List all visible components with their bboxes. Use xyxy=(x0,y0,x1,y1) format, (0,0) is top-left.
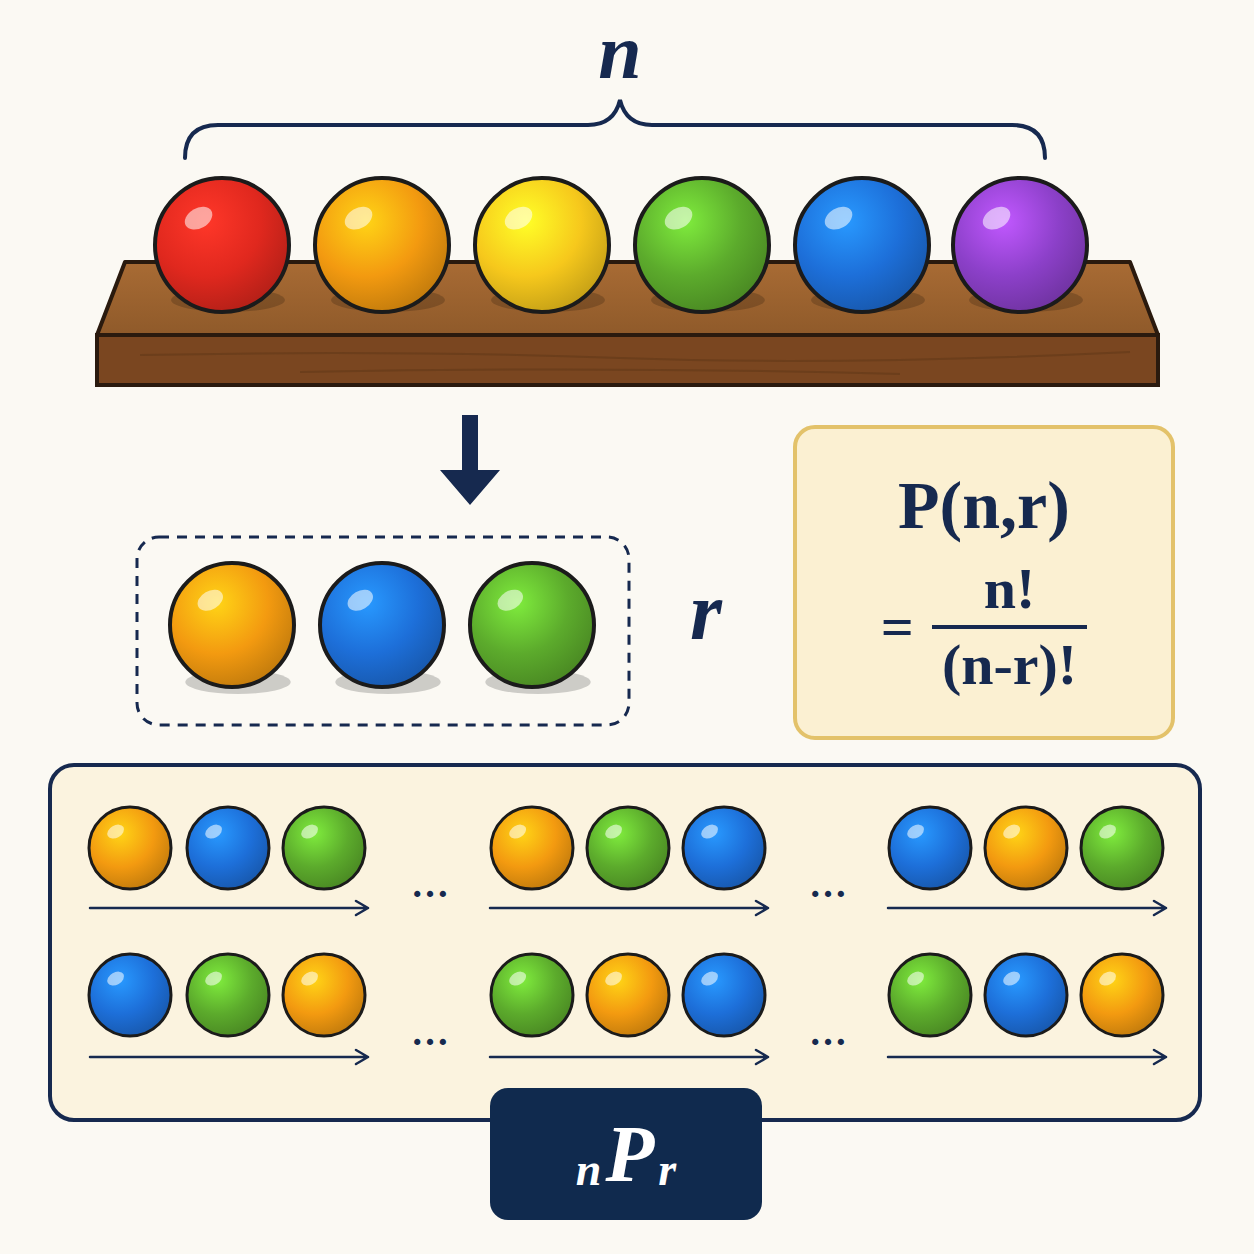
ball xyxy=(491,807,573,889)
ball-highlight xyxy=(105,822,127,842)
ball xyxy=(985,807,1067,889)
ball-highlight xyxy=(181,202,217,234)
ball xyxy=(283,954,365,1036)
ball xyxy=(889,807,971,889)
ball xyxy=(683,954,765,1036)
ball xyxy=(587,954,669,1036)
notation-tab: nPr xyxy=(490,1088,762,1220)
ball xyxy=(475,178,609,312)
ball-highlight xyxy=(1001,822,1023,842)
order-arrow xyxy=(888,901,1166,915)
brace xyxy=(185,100,1045,158)
ball xyxy=(795,178,929,312)
ball-highlight xyxy=(905,969,927,989)
down-arrow xyxy=(440,415,500,505)
ball xyxy=(315,178,449,312)
ball-highlight xyxy=(821,202,857,234)
ball xyxy=(1081,807,1163,889)
ellipsis: … xyxy=(809,865,847,903)
ball xyxy=(953,178,1087,312)
ball-highlight xyxy=(299,822,321,842)
ball xyxy=(89,807,171,889)
fraction: n!(n-r)! xyxy=(932,557,1087,697)
ball-highlight xyxy=(344,585,377,615)
ball xyxy=(320,563,444,687)
order-arrow xyxy=(490,1050,768,1064)
ball xyxy=(889,954,971,1036)
ball-highlight xyxy=(501,202,537,234)
ball xyxy=(170,563,294,687)
ellipsis: … xyxy=(411,1013,449,1051)
balls xyxy=(89,178,1163,1036)
ball-highlight xyxy=(979,202,1015,234)
subscript: r xyxy=(658,1147,676,1193)
ball-highlight xyxy=(603,969,625,989)
fraction-bar xyxy=(932,625,1087,629)
ball-highlight xyxy=(299,969,321,989)
ball xyxy=(1081,954,1163,1036)
ball xyxy=(587,807,669,889)
ball-highlight xyxy=(905,822,927,842)
ball-highlight xyxy=(105,969,127,989)
order-arrow xyxy=(90,1050,368,1064)
ball-highlight xyxy=(507,969,529,989)
ball-highlight xyxy=(699,969,721,989)
wood-grain xyxy=(140,352,1130,374)
permutation-symbol: P xyxy=(605,1114,654,1194)
ball-highlight xyxy=(194,585,227,615)
ball-highlight xyxy=(1097,822,1119,842)
ball xyxy=(491,954,573,1036)
ball-highlight xyxy=(494,585,527,615)
ball-highlight xyxy=(341,202,377,234)
ellipsis: … xyxy=(411,865,449,903)
ball xyxy=(283,807,365,889)
numerator: n! xyxy=(974,557,1046,625)
ball xyxy=(470,563,594,687)
denominator: (n-r)! xyxy=(932,629,1087,697)
ball-highlight xyxy=(603,822,625,842)
ball xyxy=(635,178,769,312)
equals-sign: = xyxy=(881,593,914,660)
subscript: n xyxy=(576,1147,602,1193)
order-arrow xyxy=(888,1050,1166,1064)
ball-highlight xyxy=(507,822,529,842)
ellipsis: … xyxy=(809,1013,847,1051)
order-arrows xyxy=(90,901,1166,1064)
ball-highlight xyxy=(699,822,721,842)
board-front xyxy=(97,335,1158,385)
ball xyxy=(187,807,269,889)
order-arrow xyxy=(90,901,368,915)
formula-title: P(n,r) xyxy=(898,468,1070,543)
ball xyxy=(683,807,765,889)
ball xyxy=(985,954,1067,1036)
formula-box: P(n,r) = n!(n-r)! xyxy=(793,425,1175,740)
selection-size-label: r xyxy=(690,571,722,653)
arrangement-panel xyxy=(50,765,1200,1120)
ball xyxy=(89,954,171,1036)
ball-highlight xyxy=(1001,969,1023,989)
order-arrow xyxy=(490,901,768,915)
ball-highlight xyxy=(203,969,225,989)
formula-row: = n!(n-r)! xyxy=(881,557,1087,697)
ball-highlight xyxy=(203,822,225,842)
ball-highlight xyxy=(1097,969,1119,989)
selection-box xyxy=(137,537,629,725)
ball-highlight xyxy=(661,202,697,234)
set-size-label: n xyxy=(598,13,641,91)
ball xyxy=(187,954,269,1036)
ball xyxy=(155,178,289,312)
